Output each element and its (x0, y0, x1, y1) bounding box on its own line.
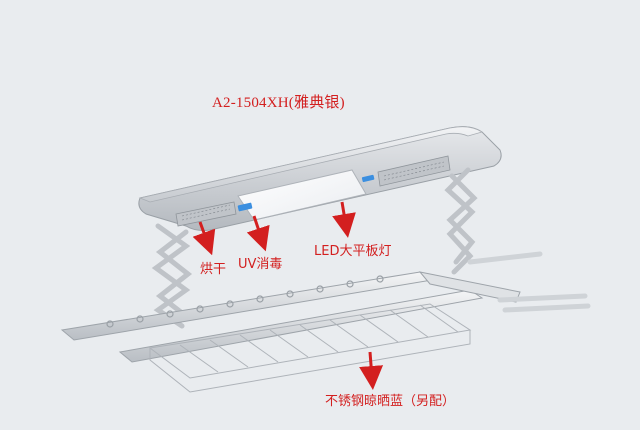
scissor-arm-right (444, 167, 478, 275)
arrow-led (332, 201, 356, 238)
callout-led-label: LED大平板灯 (314, 244, 392, 259)
uv-lamp-left (237, 202, 253, 212)
callout-basket-label: 不锈钢晾晒蓝（另配） (325, 394, 456, 409)
ceiling-housing (138, 126, 502, 231)
led-panel (237, 169, 367, 221)
dryer-vent-left (175, 201, 237, 227)
callout-uv-label: UV消毒 (238, 257, 283, 272)
scissor-arm-left (151, 223, 193, 329)
dryer-vent-right (377, 155, 451, 187)
model-title: A2-1504XH(雅典银) (212, 95, 345, 111)
callout-drying-label: 烘干 (200, 262, 227, 277)
arrow-basket (359, 351, 384, 390)
drying-rack (60, 251, 591, 363)
callout-arrows (192, 201, 384, 390)
wire-basket (148, 303, 472, 393)
arrow-uv (246, 215, 270, 252)
arrow-drying (192, 221, 216, 256)
uv-lamp-right (361, 174, 375, 183)
